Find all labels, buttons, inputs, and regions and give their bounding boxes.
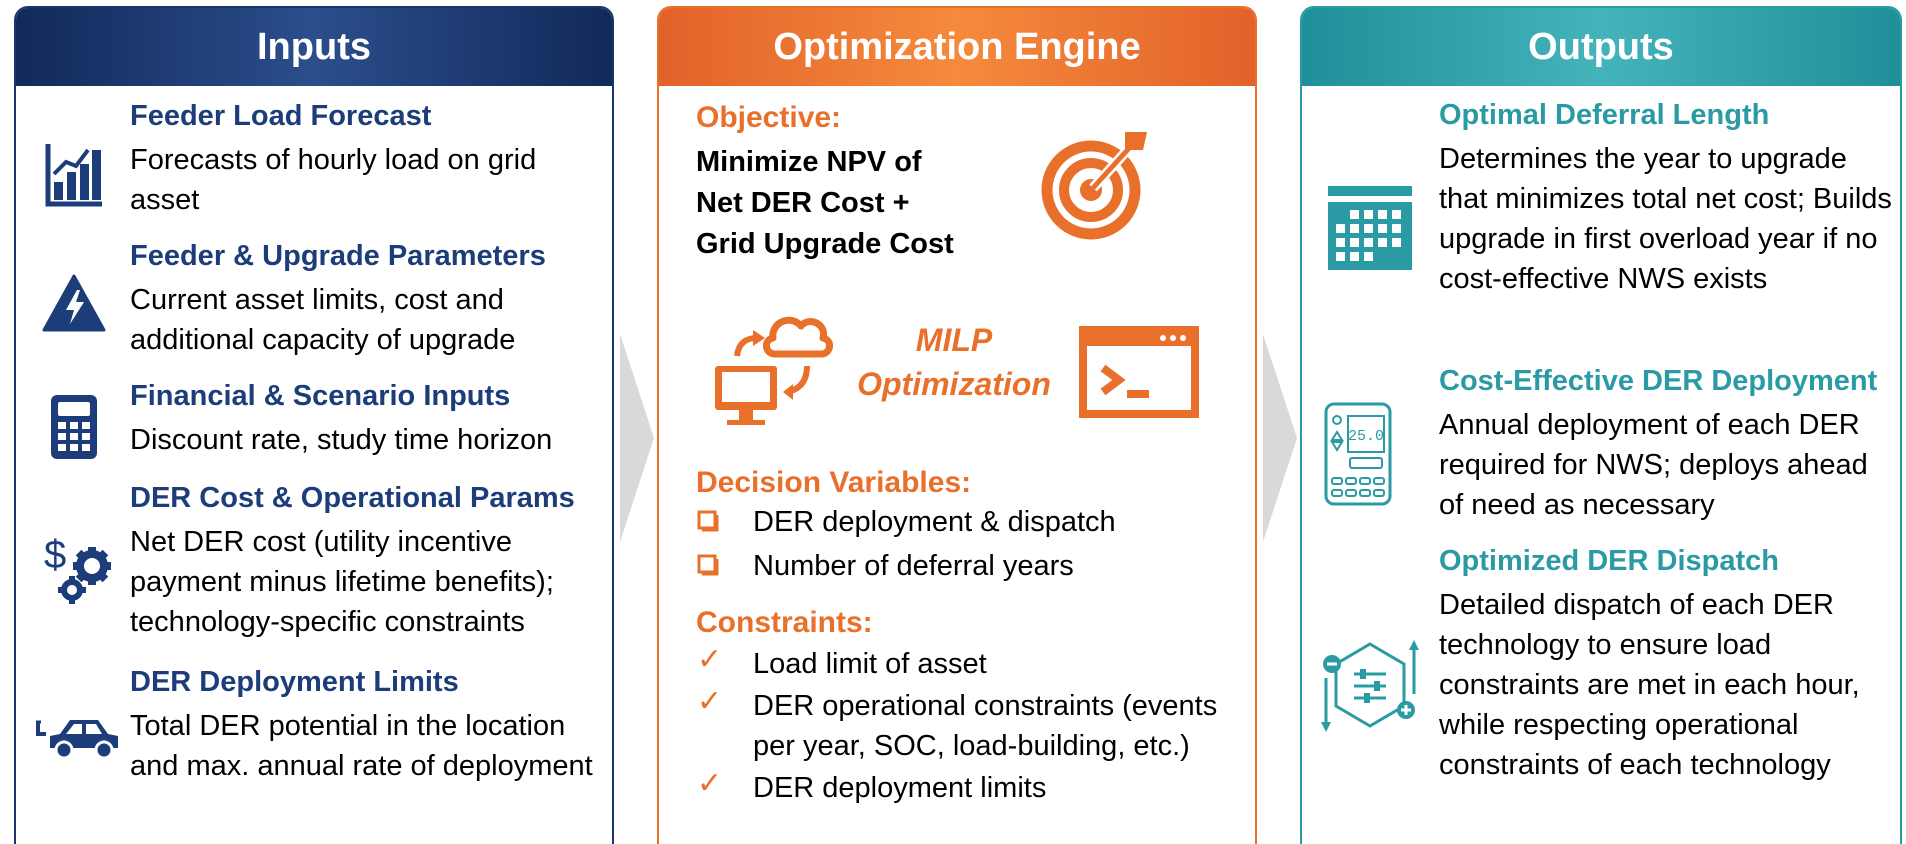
- input-item-title: Feeder Load Forecast: [130, 100, 432, 132]
- inputs-header: Inputs: [16, 8, 612, 86]
- dispatch-sliders-icon: [1321, 640, 1419, 732]
- output-item-title: Cost-Effective DER Deployment: [1439, 365, 1878, 397]
- checkbox-bullet-icon: [697, 510, 719, 532]
- input-item-desc: Net DER cost (utility incentive payment …: [130, 526, 554, 638]
- dollar-gears-icon: $: [44, 533, 111, 604]
- thermostat-display: 25.0: [1348, 428, 1384, 445]
- input-item-title: DER Deployment Limits: [130, 666, 459, 698]
- constraint-item: DER operational constraints (events per …: [753, 690, 1218, 762]
- milp-label: MILP Optimization: [857, 322, 1051, 402]
- check-icon: ✓: [697, 685, 723, 718]
- thermostat-icon: 25.0: [1324, 402, 1392, 506]
- input-item-desc: Forecasts of hourly load on grid asset: [130, 144, 537, 216]
- input-item-title: Financial & Scenario Inputs: [130, 380, 511, 412]
- constraints-label: Constraints:: [696, 606, 873, 639]
- calculator-icon: [51, 395, 97, 459]
- decision-label: Decision Variables:: [696, 466, 972, 499]
- input-item-desc: Discount rate, study time horizon: [130, 424, 553, 456]
- inputs-panel: Inputs Feeder Load Forecast Forecasts of…: [14, 6, 614, 844]
- outputs-header: Outputs: [1302, 8, 1900, 86]
- output-item-desc: Annual deployment of each DER required f…: [1439, 409, 1868, 521]
- cloud-computer-icon: [715, 316, 833, 425]
- svg-text:$: $: [44, 533, 66, 577]
- output-item-title: Optimal Deferral Length: [1439, 99, 1770, 131]
- output-item-desc: Detailed dispatch of each DER technology…: [1439, 589, 1860, 781]
- flow-arrow-icon: [1263, 334, 1297, 542]
- check-icon: ✓: [697, 767, 723, 800]
- bar-chart-icon: [45, 144, 102, 207]
- objective-text: Minimize NPV of Net DER Cost + Grid Upgr…: [696, 146, 954, 260]
- constraint-item: Load limit of asset: [753, 648, 987, 680]
- electric-car-icon: [36, 720, 118, 760]
- decision-item: DER deployment & dispatch: [753, 506, 1116, 538]
- decision-item: Number of deferral years: [753, 550, 1074, 582]
- check-icon: ✓: [697, 643, 723, 676]
- engine-panel: Optimization Engine Objective: Minimize …: [657, 6, 1257, 844]
- output-item-desc: Determines the year to upgrade that mini…: [1439, 143, 1892, 295]
- constraint-item: DER deployment limits: [753, 772, 1047, 804]
- engine-header: Optimization Engine: [659, 8, 1255, 86]
- input-item-title: DER Cost & Operational Params: [130, 482, 575, 514]
- input-item-title: Feeder & Upgrade Parameters: [130, 240, 546, 272]
- outputs-panel: Outputs Optimal Deferral Length Determin…: [1300, 6, 1902, 844]
- objective-label: Objective:: [696, 101, 842, 134]
- flow-arrow-icon: [620, 334, 654, 542]
- target-icon: [1041, 132, 1147, 240]
- terminal-icon: [1079, 326, 1199, 418]
- input-item-desc: Total DER potential in the location and …: [130, 710, 593, 782]
- high-voltage-icon: [42, 274, 106, 332]
- checkbox-bullet-icon: [697, 554, 719, 576]
- output-item-title: Optimized DER Dispatch: [1439, 545, 1779, 577]
- calendar-icon: [1328, 186, 1412, 270]
- input-item-desc: Current asset limits, cost and additiona…: [130, 284, 516, 356]
